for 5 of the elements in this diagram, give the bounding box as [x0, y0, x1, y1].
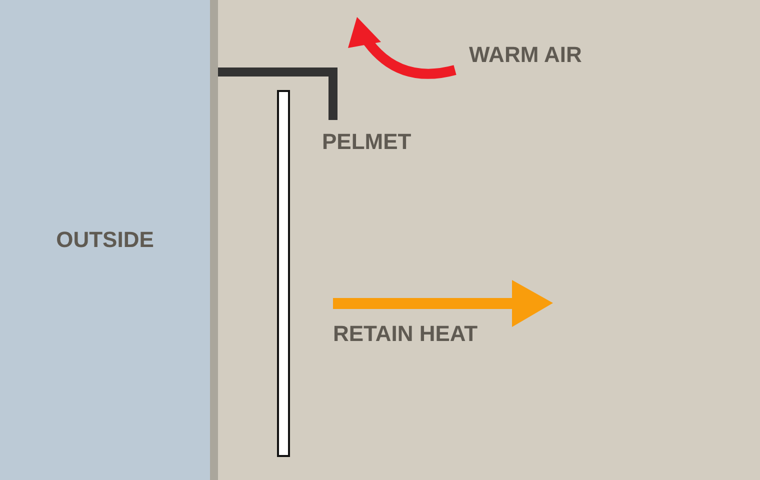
- air-label: WARM AIR: [469, 44, 582, 66]
- outside-panel: [0, 0, 210, 480]
- heat-label: RETAIN HEAT: [333, 323, 478, 345]
- part-label: PELMET: [322, 131, 412, 153]
- region-label: OUTSIDE: [56, 229, 154, 251]
